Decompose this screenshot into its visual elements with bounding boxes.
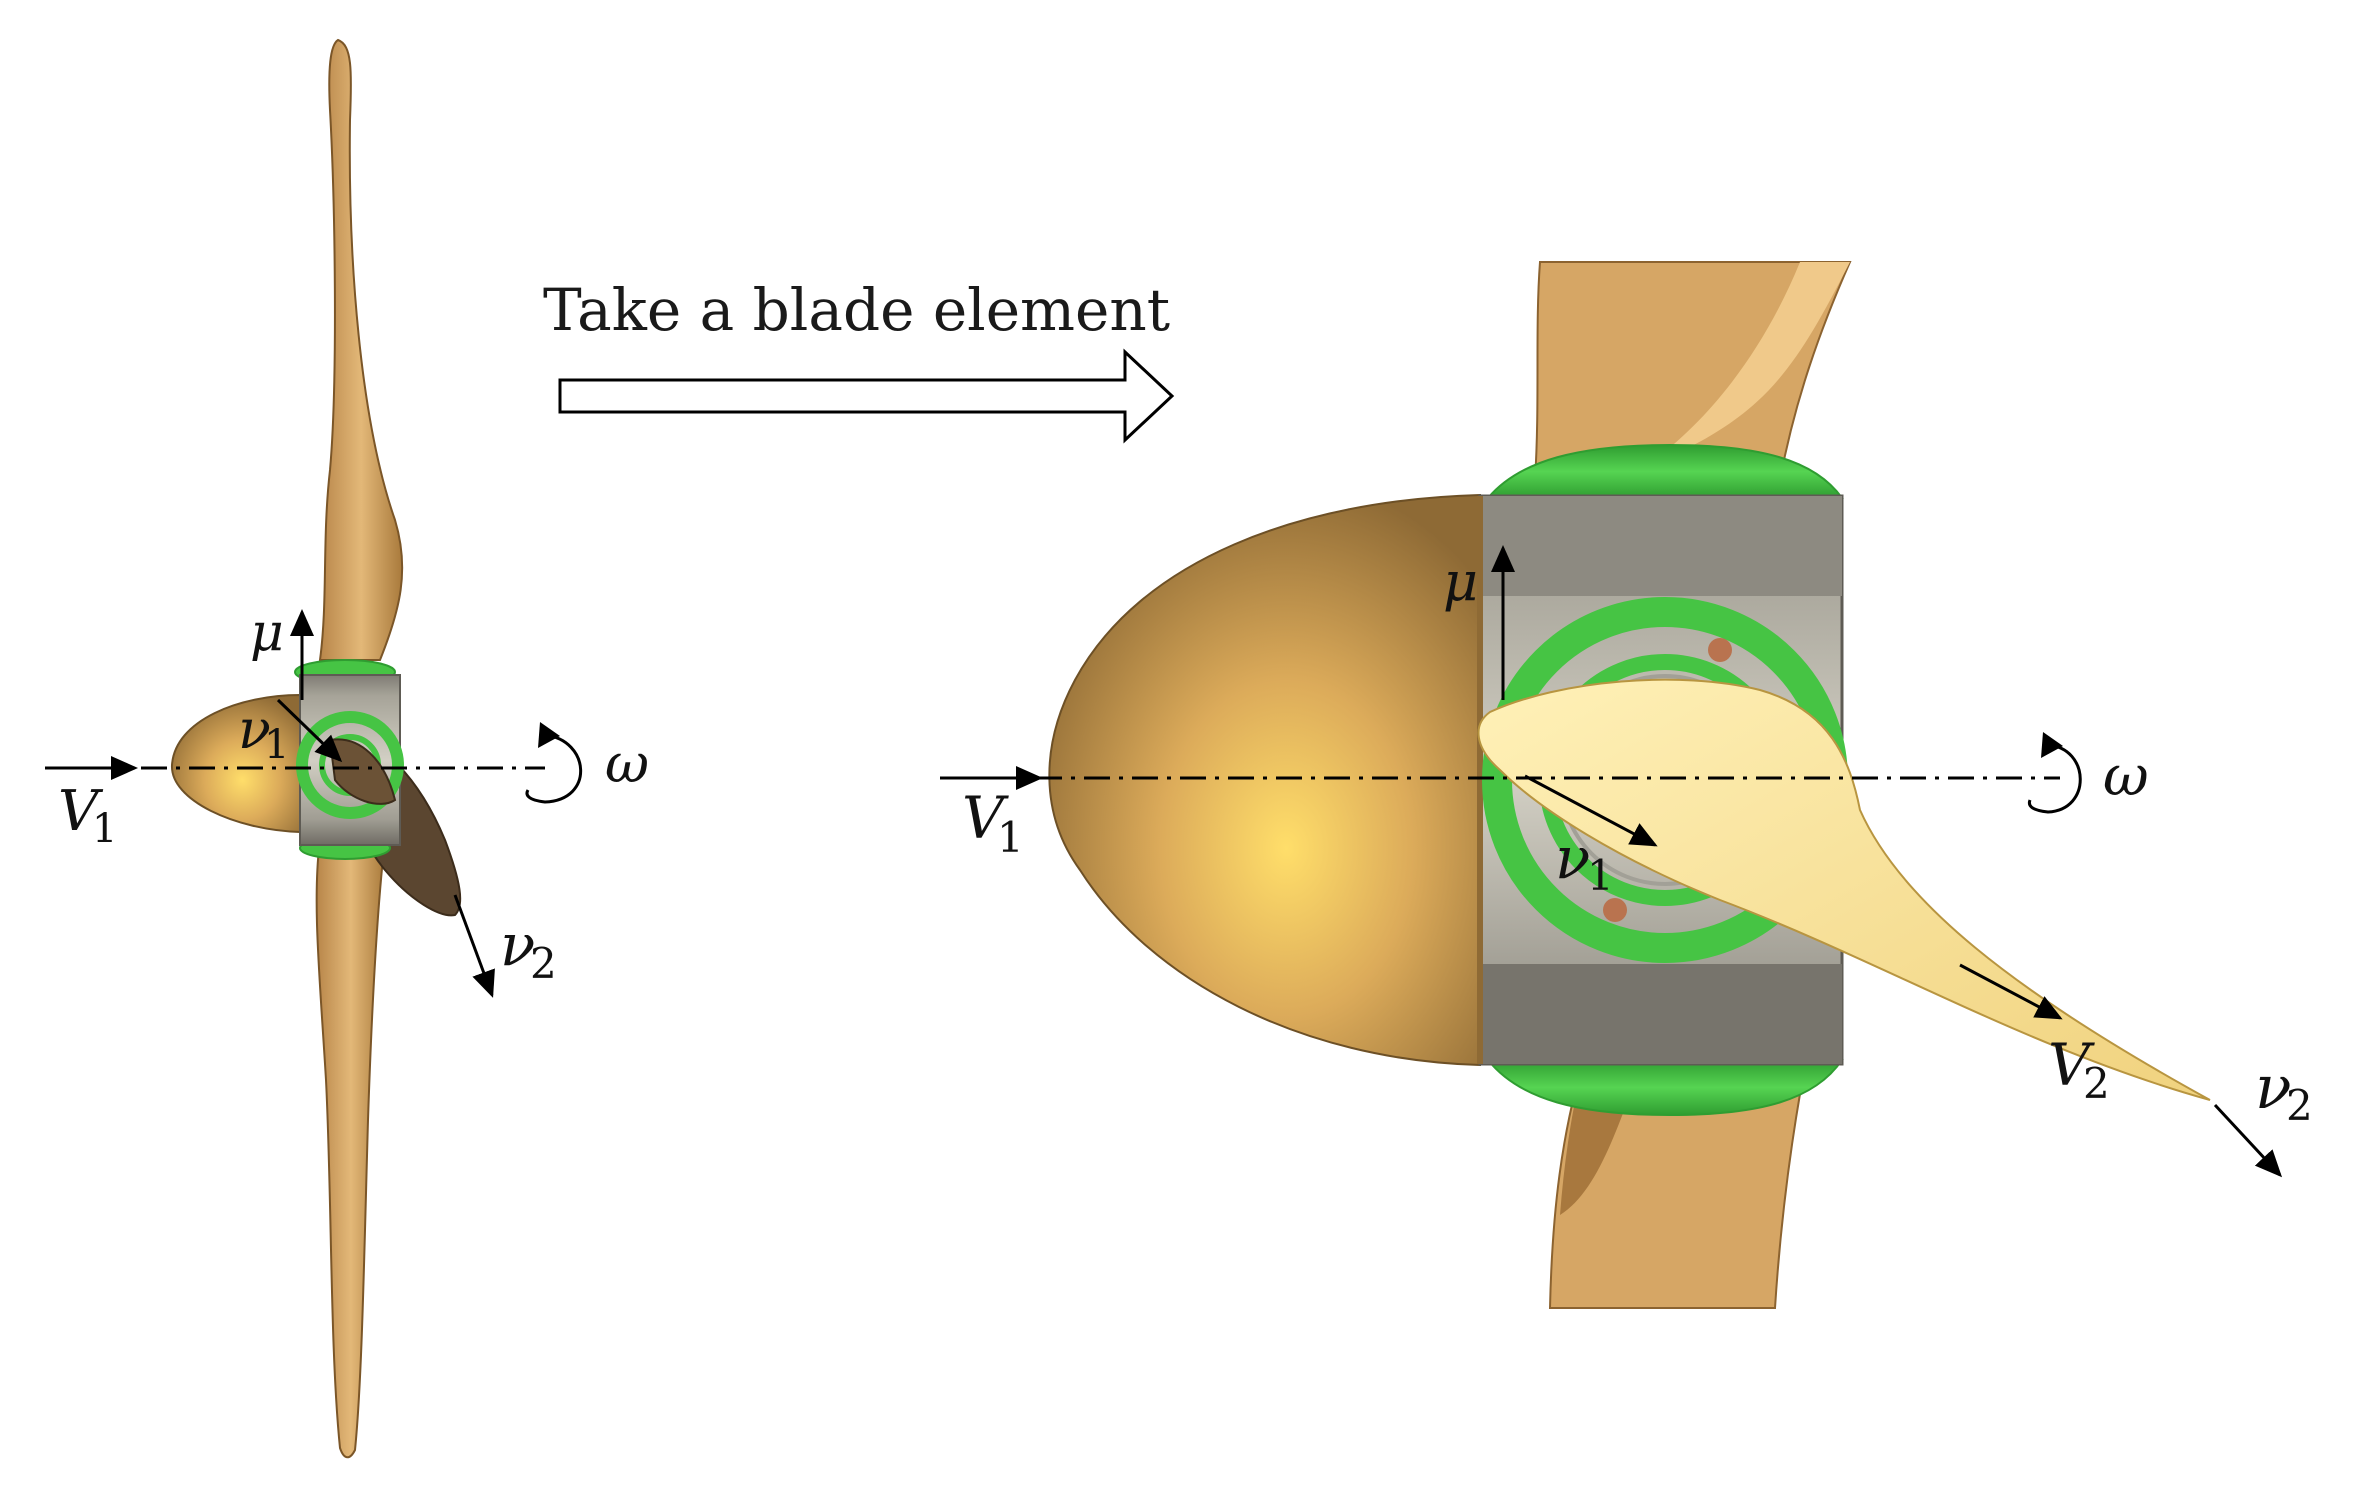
left-omega-label: ω (605, 732, 649, 795)
right-nu1-label: ν (1555, 824, 1590, 892)
right-omega-label: ω (2103, 744, 2149, 809)
zoomed-pin-bottom (1603, 898, 1627, 922)
right-v1-subscript: 1 (997, 813, 1024, 862)
caption-text: Take a blade element (543, 276, 1170, 344)
caption-group: Take a blade element (543, 276, 1172, 440)
zoomed-hub-bottom-band (1480, 964, 1842, 1064)
right-mu-label: μ (1443, 550, 1478, 613)
left-nu2-arrow (455, 895, 492, 995)
lower-blade (317, 840, 385, 1457)
zoomed-pin-top (1708, 638, 1732, 662)
left-nu2-subscript: 2 (530, 939, 557, 988)
full-propeller-view: μ ν 1 V 1 ω ν 2 (45, 40, 649, 1457)
right-nu2-subscript: 2 (2286, 1081, 2313, 1130)
right-nu1-subscript: 1 (1587, 851, 1614, 900)
zoomed-hub-top-band (1480, 496, 1842, 596)
left-mu-label: μ (250, 603, 284, 663)
left-nu1-subscript: 1 (264, 722, 289, 768)
left-omega-arrowhead-icon (538, 722, 560, 748)
zoomed-spinner (1049, 495, 1480, 1065)
right-v2-subscript: 2 (2083, 1059, 2110, 1108)
hollow-right-arrow (560, 352, 1172, 440)
left-v1-subscript: 1 (92, 806, 117, 852)
upper-blade (320, 40, 402, 660)
right-omega-arrowhead-icon (2041, 732, 2063, 758)
